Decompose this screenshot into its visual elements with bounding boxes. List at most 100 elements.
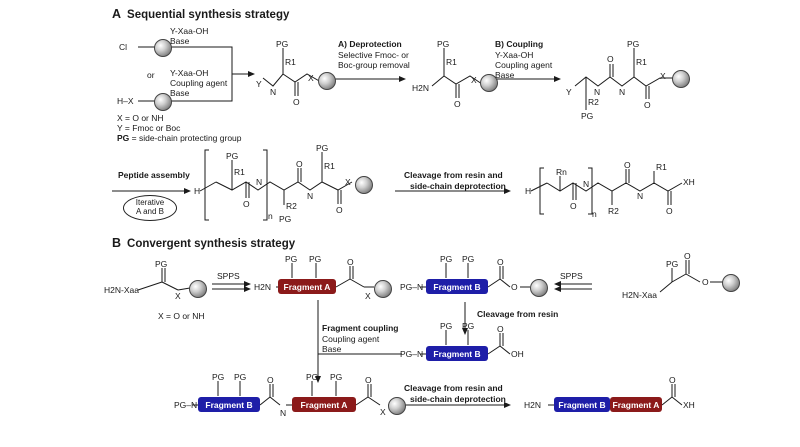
- fragment-b-block: Fragment B: [554, 397, 610, 412]
- section-b-title: Convergent synthesis strategy: [127, 238, 296, 250]
- resin-bead: [374, 280, 392, 298]
- chem-o: O: [293, 97, 300, 107]
- chem-x: X: [175, 291, 181, 301]
- cond1-line2: Base: [170, 36, 190, 46]
- iterative-line1: Iterative: [135, 198, 165, 208]
- chem-pg: PG: [440, 254, 453, 264]
- chem-pg-n: PG–N: [400, 349, 424, 359]
- step-b-line1: Y-Xaa-OH: [495, 50, 534, 60]
- chem-nh: N: [256, 177, 263, 187]
- chem-o: O: [702, 277, 709, 287]
- cleavage-a-line1: Cleavage from resin and: [404, 170, 503, 180]
- chem-n-sub: n: [268, 211, 273, 221]
- legend-x: X = O or NH: [117, 113, 164, 123]
- chem-r2: R2: [286, 201, 297, 211]
- chem-r1: R1: [636, 57, 647, 67]
- resin-bead: [388, 397, 406, 415]
- iterative-line2: A and B: [135, 207, 165, 216]
- chem-o: O: [511, 282, 518, 292]
- legend-pg: PG = side-chain protecting group: [117, 133, 242, 143]
- chem-o: O: [336, 205, 343, 215]
- resin-bead: [530, 279, 548, 297]
- step-b-title: B) Coupling: [495, 39, 544, 49]
- chem-pg: PG: [462, 254, 475, 264]
- cl-label: Cl: [119, 42, 128, 52]
- resin-bead: [480, 74, 498, 92]
- spps-left: SPPS: [217, 271, 240, 281]
- chem-nh: N: [583, 179, 590, 189]
- chem-h2n-xaa: H2N-Xaa: [104, 285, 139, 295]
- chem-xh: XH: [683, 177, 695, 187]
- fragment-coupling-line2: Base: [322, 344, 342, 354]
- chem-nh: N: [270, 87, 277, 97]
- chem-pg: PG: [437, 39, 450, 49]
- step-b-line3: Base: [495, 70, 515, 80]
- chem-h2n: H2N: [412, 83, 430, 93]
- fragment-a-block: Fragment A: [292, 397, 356, 412]
- cond2-line1: Y-Xaa-OH: [170, 68, 209, 78]
- resin-bead: [318, 72, 336, 90]
- step-a-title: A) Deprotection: [338, 39, 402, 49]
- chem-pg: PG: [666, 259, 679, 269]
- step-b-line2: Coupling agent: [495, 60, 553, 70]
- chem-r1: R1: [285, 57, 296, 67]
- chem-r1: R1: [446, 57, 457, 67]
- resin-bead: [154, 39, 172, 57]
- chem-h2n: H2N: [254, 282, 272, 292]
- section-a-title: Sequential synthesis strategy: [127, 9, 290, 21]
- chem-pg: PG: [226, 151, 239, 161]
- chem-pg: PG: [212, 372, 225, 382]
- chem-pg: PG: [330, 372, 343, 382]
- chem-o: O: [666, 206, 673, 216]
- chem-h2n-xaa: H2N-Xaa: [622, 290, 657, 300]
- chem-pg: PG: [276, 39, 289, 49]
- chem-r2: R2: [608, 206, 619, 216]
- chem-pg: PG: [155, 259, 168, 269]
- chem-o: O: [243, 199, 250, 209]
- chem-o: O: [365, 375, 372, 385]
- chem-o: O: [497, 324, 504, 334]
- fragment-coupling-title: Fragment coupling: [322, 323, 399, 333]
- fragment-coupling-line1: Coupling agent: [322, 334, 380, 344]
- step-a-line1: Selective Fmoc- or: [338, 50, 409, 60]
- chem-o: O: [267, 375, 274, 385]
- cleavage-from-resin: Cleavage from resin: [477, 309, 559, 319]
- chem-nh: N: [594, 87, 601, 97]
- resin-bead: [355, 176, 373, 194]
- hx-label: H–X: [117, 96, 134, 106]
- legend-y: Y = Fmoc or Boc: [117, 123, 181, 133]
- chem-x: X: [380, 407, 386, 417]
- chem-r1: R1: [234, 167, 245, 177]
- section-a-header: A Sequential synthesis strategy: [112, 7, 289, 21]
- resin-bead: [154, 93, 172, 111]
- chem-rn: Rn: [556, 167, 567, 177]
- chem-x: X: [365, 291, 371, 301]
- chem-y: Y: [256, 79, 262, 89]
- cond1-line1: Y-Xaa-OH: [170, 26, 209, 36]
- resin-bead: [672, 70, 690, 88]
- section-a-letter: A: [112, 7, 122, 21]
- chem-o: O: [497, 257, 504, 267]
- fragment-a-block: Fragment A: [610, 397, 662, 412]
- cond2-line2: Coupling agent: [170, 78, 228, 88]
- chem-o: O: [669, 375, 676, 385]
- fragment-b-block: Fragment B: [426, 346, 488, 361]
- chem-pg: PG: [581, 111, 594, 121]
- chem-x: X: [471, 75, 477, 85]
- resin-bead: [189, 280, 207, 298]
- chem-o: O: [454, 99, 461, 109]
- chem-o: O: [624, 160, 631, 170]
- chem-pg: PG: [316, 143, 329, 153]
- chem-pg: PG: [306, 372, 319, 382]
- peptide-assembly-title: Peptide assembly: [118, 170, 190, 180]
- cleavage-a-line2: side-chain deprotection: [410, 181, 506, 191]
- chem-r2: R2: [588, 97, 599, 107]
- chem-h2n: H2N: [524, 400, 542, 410]
- resin-bead: [722, 274, 740, 292]
- chem-pg: PG: [309, 254, 322, 264]
- step-a-line2: Boc-group removal: [338, 60, 410, 70]
- chem-pg: PG: [285, 254, 298, 264]
- or-label: or: [147, 70, 155, 80]
